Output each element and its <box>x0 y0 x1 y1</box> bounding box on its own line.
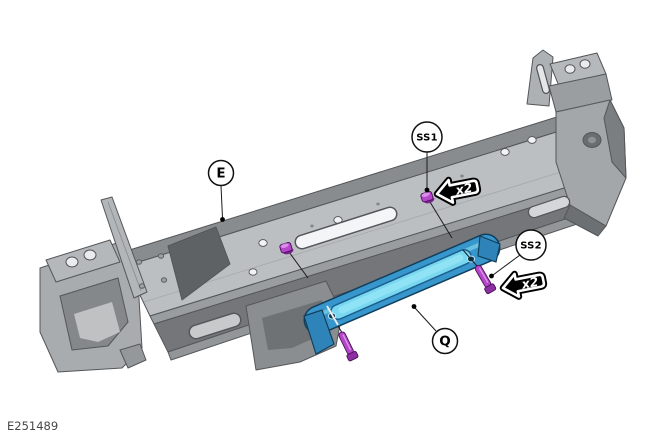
bolt-axis-line <box>288 251 309 279</box>
band-oval-slots <box>188 195 571 340</box>
rivet-holes <box>135 253 168 289</box>
quantity-arrow-ss1: x2 <box>433 176 482 206</box>
leader-dot <box>424 187 430 193</box>
left-towing-plate <box>45 239 121 283</box>
face-holes <box>248 136 537 276</box>
beam-left-end-cap <box>39 239 147 373</box>
bolt-axis-line <box>462 249 478 267</box>
beam-right-bracket <box>526 49 613 113</box>
screw-ss2-icon <box>471 262 498 295</box>
callout-q: Q <box>411 304 459 355</box>
callout-bubble <box>207 159 235 187</box>
leader-dot <box>220 217 225 222</box>
callout-label-ss2: SS2 <box>520 241 542 252</box>
leader-line <box>492 254 521 276</box>
plate-hole <box>579 59 591 69</box>
callout-label-q: Q <box>439 334 450 350</box>
callout-bubble <box>515 229 547 261</box>
support-bracket-q <box>303 233 501 355</box>
fasteners <box>278 190 498 363</box>
callout-ss1: SS1 <box>411 121 443 193</box>
face-slot <box>294 206 398 250</box>
callout-bubble <box>411 121 443 153</box>
beam-left-gusset <box>100 196 231 301</box>
plate-hole <box>65 256 79 268</box>
plate-hole <box>564 64 576 74</box>
leader-dot <box>489 273 494 279</box>
leader-line <box>220 185 223 219</box>
screw-lower-icon <box>335 329 360 363</box>
bracket-left-foot <box>303 309 335 355</box>
plate-hole <box>83 249 97 261</box>
leader-dot <box>411 304 417 309</box>
gusset-shadow <box>167 226 231 301</box>
crossmember-beam <box>39 49 627 373</box>
leader-line <box>414 307 437 332</box>
quantity-label-ss1: x2 <box>453 180 473 198</box>
quantity-label-ss2: x2 <box>519 274 539 292</box>
bolt-axis-line <box>429 201 453 239</box>
callout-ss2: SS2 <box>489 229 547 279</box>
bolt-axis-line <box>326 305 339 326</box>
bracket-right-tab <box>477 235 501 263</box>
quantity-arrow-ss2: x2 <box>499 270 548 300</box>
callout-bubble <box>431 327 459 355</box>
figure-code: E251489 <box>7 419 58 433</box>
callout-label-e: E <box>216 166 225 182</box>
callout-e: E <box>207 159 235 222</box>
callout-label-ss1: SS1 <box>416 133 438 144</box>
beam-right-end-cap <box>555 99 627 237</box>
